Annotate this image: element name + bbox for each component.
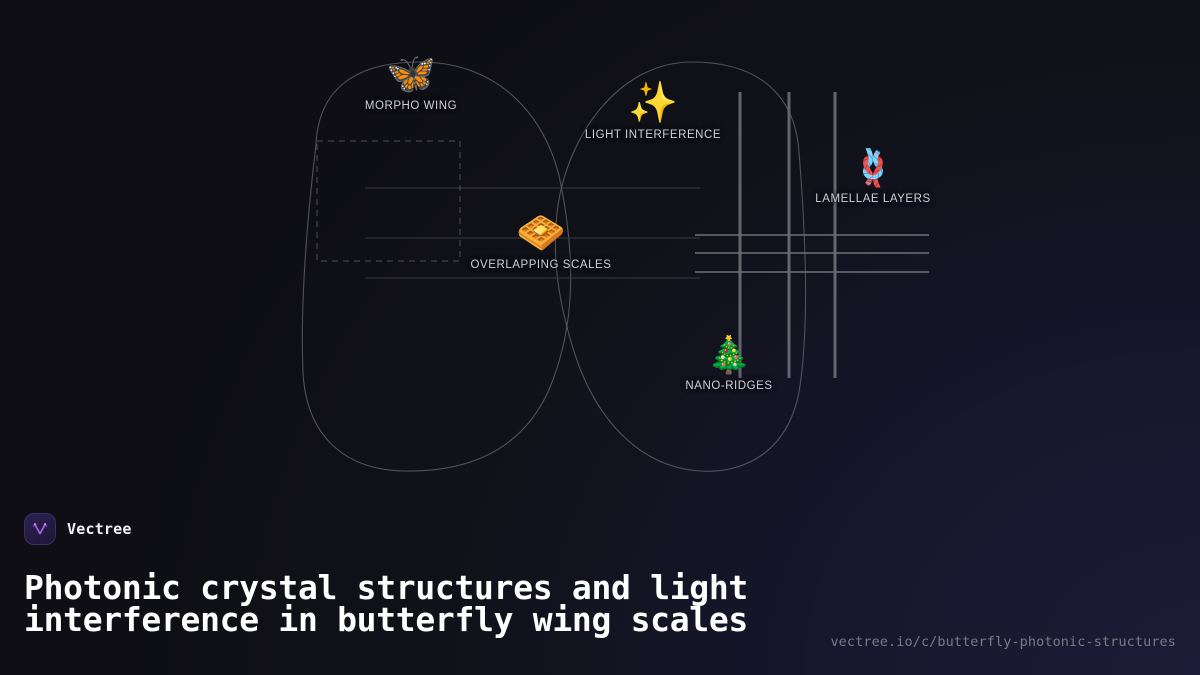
node-label-nano-ridges: NANO-RIDGES: [685, 380, 773, 392]
node-label-morpho-wing: MORPHO WING: [364, 100, 458, 112]
left-wing-outline: [301, 61, 572, 472]
wing-structure-diagram: 🦋 MORPHO WING ✨ LIGHT INTERFERENCE 🪢 LAM…: [301, 52, 931, 472]
sparkles-emoji: ✨: [628, 80, 678, 126]
page-title: Photonic crystal structures and light in…: [24, 568, 749, 640]
faint-guide-lines: [365, 187, 700, 279]
butterfly-emoji: 🦋: [386, 51, 436, 97]
node-overlapping-scales[interactable]: 🧇 OVERLAPPING SCALES: [471, 211, 612, 271]
node-nano-ridges[interactable]: 🎄 NANO-RIDGES: [685, 335, 773, 393]
node-lamellae-layers[interactable]: 🪢 LAMELLAE LAYERS: [815, 148, 931, 206]
dashed-region: [316, 140, 461, 262]
ladder-emoji: 🪢: [850, 148, 896, 189]
right-wing-outline: [554, 61, 807, 472]
node-label-light-interference: LIGHT INTERFERENCE: [584, 129, 722, 141]
grid-horizontal-lines: [695, 234, 929, 273]
node-label-lamellae-layers: LAMELLAE LAYERS: [815, 193, 931, 205]
waffle-emoji: 🧇: [516, 210, 566, 256]
node-light-interference[interactable]: ✨ LIGHT INTERFERENCE: [585, 81, 721, 141]
node-morpho-wing[interactable]: 🦋 MORPHO WING: [365, 52, 457, 112]
node-label-overlapping-scales: OVERLAPPING SCALES: [470, 259, 612, 271]
brand-name: Vectree: [67, 520, 132, 538]
christmas-tree-emoji: 🎄: [706, 335, 752, 376]
brand-block[interactable]: Vectree: [24, 513, 132, 545]
footer-bar: Vectree Photonic crystal structures and …: [0, 490, 1200, 675]
vectree-logo-icon: [24, 513, 56, 545]
interference-lines: [710, 111, 818, 172]
source-url: vectree.io/c/butterfly-photonic-structur…: [830, 634, 1176, 650]
